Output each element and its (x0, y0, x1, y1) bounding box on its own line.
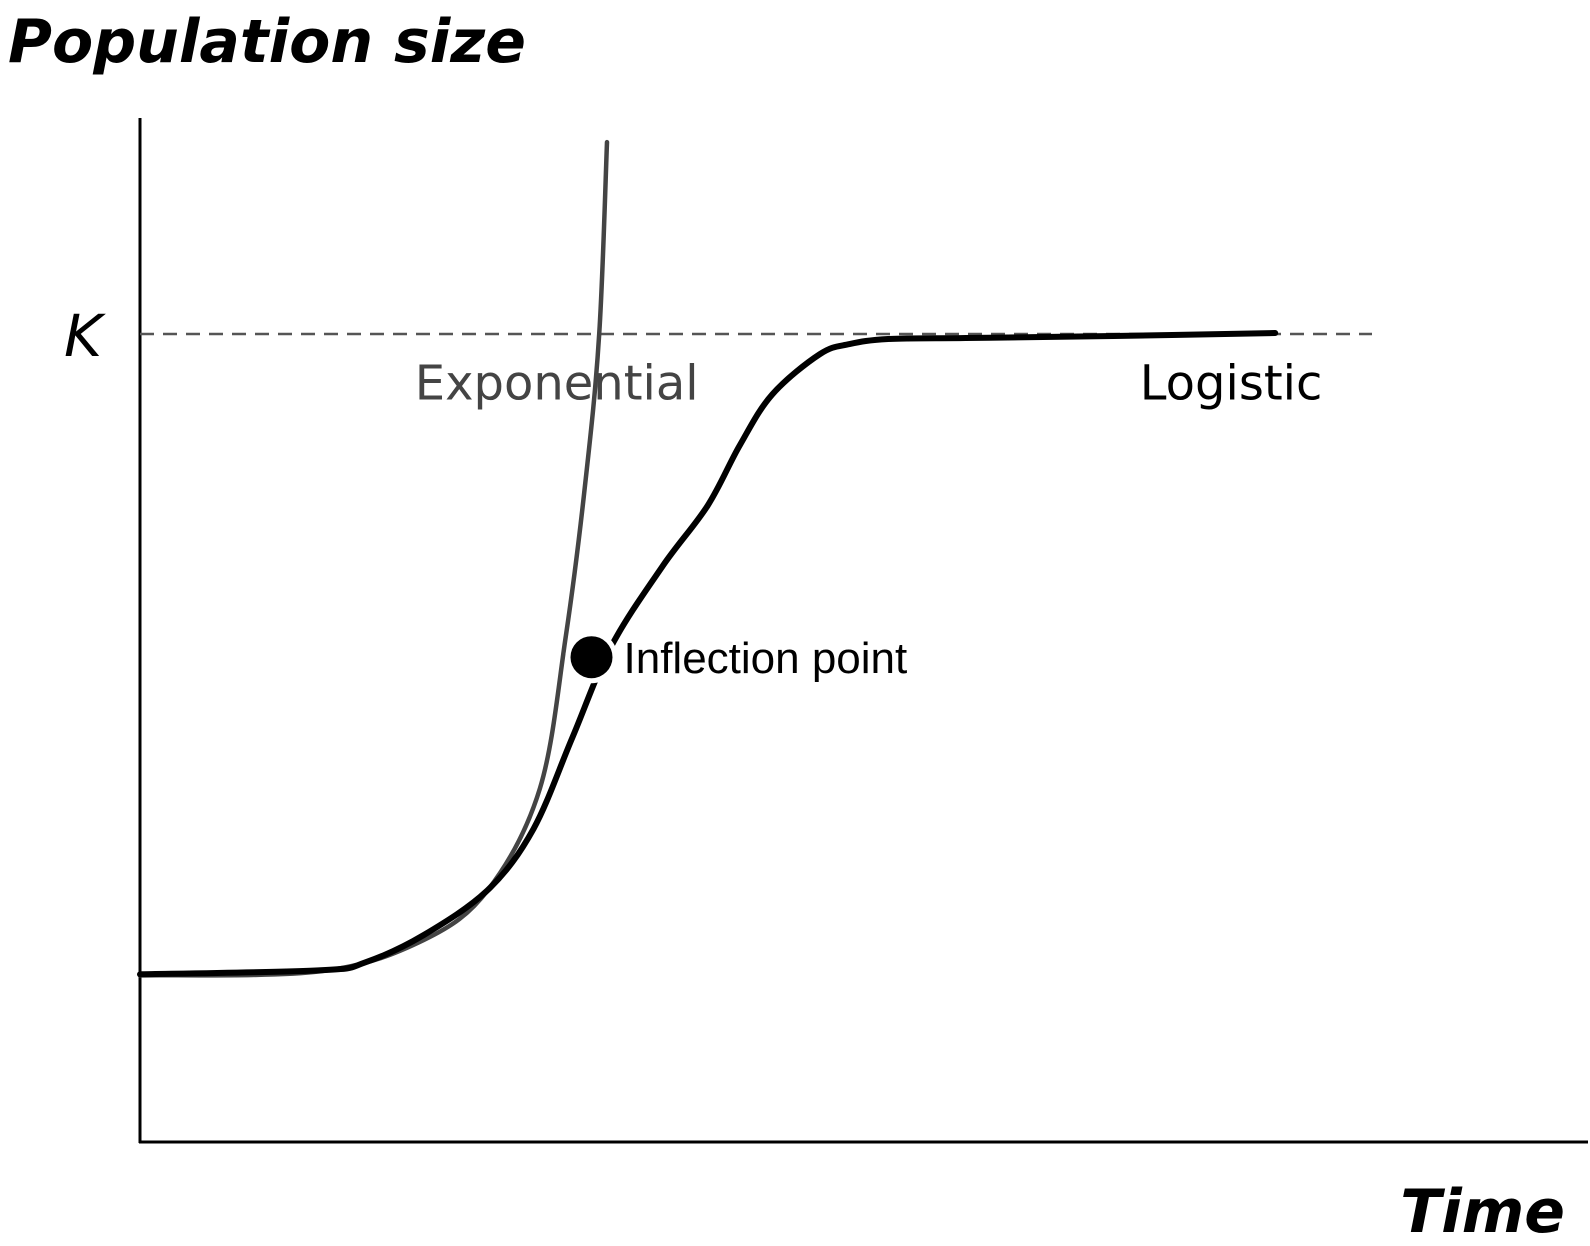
x-axis-label: Time (1400, 1177, 1565, 1246)
reference-line-label-k: K (64, 302, 106, 370)
series-line-logistic (137, 330, 1279, 978)
inflection-point-label: Inflection point (624, 634, 908, 683)
series-label-logistic: Logistic (1140, 356, 1323, 412)
series-label-exponential: Exponential (415, 356, 699, 412)
inflection-point-marker (570, 636, 613, 679)
y-axis-label: Population size (8, 7, 526, 77)
series-line-exponential (137, 139, 610, 978)
